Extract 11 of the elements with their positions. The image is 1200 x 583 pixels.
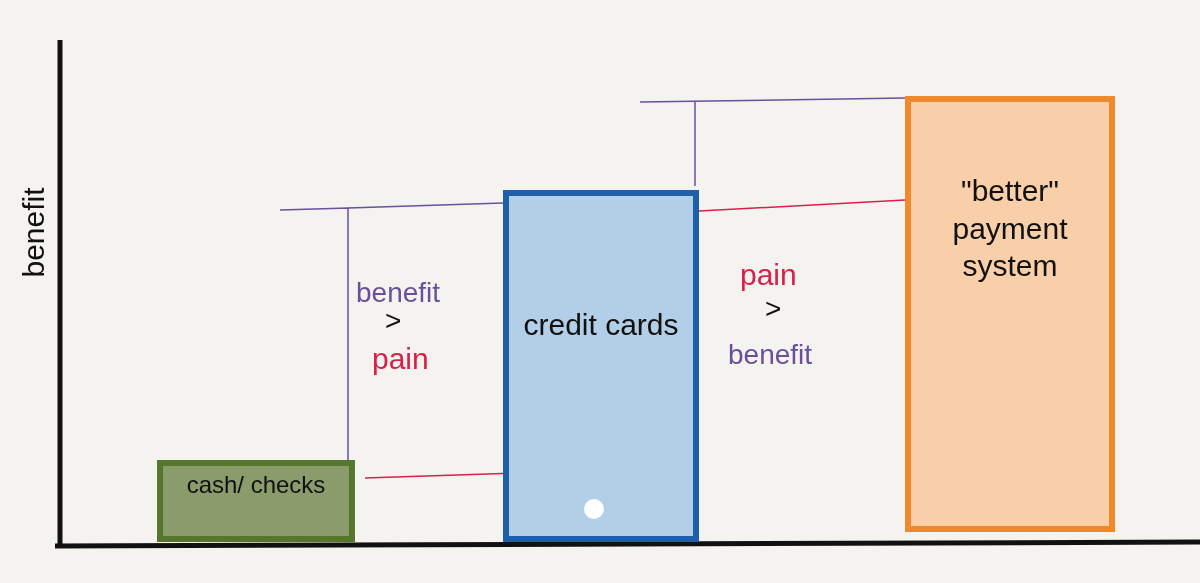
comparison-text: pain xyxy=(372,341,429,377)
bar xyxy=(503,190,699,542)
bar-label: cash/ checks xyxy=(185,470,327,500)
comparison-text: benefit xyxy=(728,338,813,372)
bar xyxy=(905,96,1115,532)
axis-label: benefit xyxy=(15,187,51,278)
comparison-text: pain xyxy=(740,257,797,293)
comparison-text: > xyxy=(765,292,782,326)
bar-label: "better" payment system xyxy=(951,173,1069,284)
bar-label: credit cards xyxy=(522,307,680,343)
bar xyxy=(157,460,355,542)
